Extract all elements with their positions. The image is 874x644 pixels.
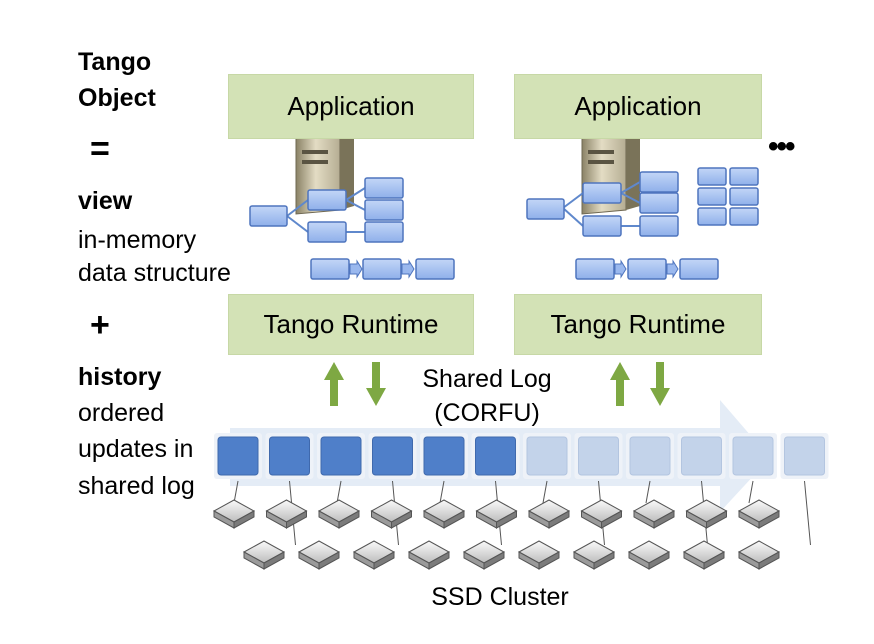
ssd-drive-icon	[580, 499, 623, 529]
shared-log-title: Shared Log	[422, 365, 552, 393]
ssd-drive-icon	[242, 540, 286, 570]
log-entry-empty	[629, 436, 671, 476]
ssd-drive-icon	[572, 540, 616, 570]
view-desc-line2: data structure	[78, 259, 231, 287]
ssd-wire	[439, 480, 445, 504]
ssd-drive-icon	[212, 499, 256, 529]
log-entry-empty	[784, 436, 825, 476]
log-entry-filled	[269, 436, 310, 476]
table-structure	[697, 167, 759, 226]
more-nodes-ellipsis: •••	[768, 130, 795, 163]
read-arrow-down	[650, 362, 670, 406]
tree-node	[249, 177, 404, 243]
log-entry-empty	[681, 436, 722, 476]
ssd-drive-icon	[317, 499, 361, 529]
ssd-drive-icon	[737, 540, 781, 570]
runtime-box-2: Tango Runtime	[514, 294, 762, 355]
ssd-drive-icon	[682, 540, 726, 570]
log-entry-empty	[732, 436, 774, 476]
runtime-box-1: Tango Runtime	[228, 294, 474, 355]
runtime-label: Tango Runtime	[550, 309, 726, 339]
log-entry-empty	[526, 436, 568, 476]
ssd-drive-icon	[352, 540, 396, 570]
view-heading: view	[78, 187, 133, 215]
append-arrow-up	[324, 362, 344, 406]
log-entry-filled	[372, 436, 413, 476]
log-entry-filled	[217, 436, 259, 476]
tree-structure-right	[562, 181, 641, 227]
ssd-drive-icon	[632, 499, 676, 529]
ssd-cluster-label: SSD Cluster	[431, 583, 569, 611]
ssd-wire	[748, 480, 754, 504]
application-box-1: Application	[228, 74, 474, 139]
log-entry-filled	[423, 436, 465, 476]
ssd-drive-icon	[462, 540, 506, 570]
history-heading: history	[78, 363, 162, 391]
shared-log-subtitle: (CORFU)	[434, 399, 540, 427]
append-arrow-up	[610, 362, 630, 406]
shared-log-entries	[214, 433, 829, 479]
log-entry-filled	[320, 436, 362, 476]
ssd-wire	[542, 480, 548, 504]
ssd-drive-icon	[627, 540, 671, 570]
ssd-wire	[804, 480, 811, 546]
ssd-drive-icon	[407, 540, 451, 570]
ssd-wire	[233, 480, 239, 504]
equals-sign: =	[90, 130, 110, 168]
log-entry-filled	[475, 436, 516, 476]
ssd-cluster	[212, 480, 811, 570]
history-desc-line2: updates in	[78, 435, 194, 463]
runtime-label: Tango Runtime	[263, 309, 439, 339]
linked-list-left	[310, 258, 455, 280]
ssd-drive-icon	[475, 499, 518, 529]
ssd-drive-icon	[527, 499, 571, 529]
tree-node	[526, 171, 679, 237]
tree-structure-left	[286, 187, 366, 233]
log-entry-empty	[578, 436, 619, 476]
history-desc-line3: shared log	[78, 472, 195, 500]
view-desc-line1: in-memory	[78, 226, 197, 254]
application-box-2: Application	[514, 74, 762, 139]
application-label: Application	[574, 91, 702, 121]
read-arrow-down	[366, 362, 386, 406]
linked-list-right	[575, 258, 719, 280]
ssd-wire	[645, 480, 651, 504]
legend-title-line1: Tango	[78, 48, 152, 76]
ssd-drive-icon	[517, 540, 561, 570]
ssd-drive-icon	[265, 499, 308, 529]
history-desc-line1: ordered	[78, 399, 165, 427]
legend-title-line2: Object	[78, 84, 156, 112]
ssd-drive-icon	[370, 499, 413, 529]
ssd-drive-icon	[685, 499, 728, 529]
ssd-drive-icon	[422, 499, 466, 529]
ssd-drive-icon	[297, 540, 341, 570]
plus-sign: +	[90, 306, 110, 344]
ssd-wire	[336, 480, 342, 504]
application-label: Application	[287, 91, 415, 121]
ssd-connections	[233, 480, 811, 546]
ssd-drive-icon	[737, 499, 781, 529]
